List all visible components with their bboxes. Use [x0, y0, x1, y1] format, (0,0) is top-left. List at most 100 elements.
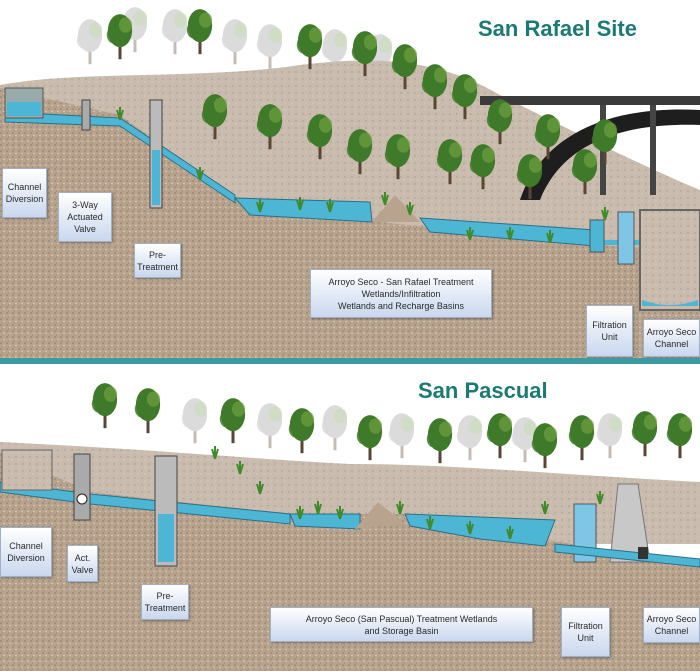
tree-icon: [288, 408, 315, 454]
label-line: Pre-: [156, 591, 174, 601]
plant-icon: [296, 197, 304, 211]
label-line: Arroyo Seco: [646, 614, 697, 624]
plant-icon: [381, 192, 389, 206]
plant-icon: [506, 526, 514, 540]
plant-icon: [596, 491, 604, 505]
trees: [106, 9, 618, 200]
tree-icon: [306, 114, 333, 160]
plant-icon: [406, 202, 414, 216]
tree-icon: [631, 411, 658, 457]
tree-icon: [256, 403, 283, 449]
tree-icon: [469, 144, 496, 190]
wetland-basin-1: [289, 513, 361, 530]
berm: [355, 502, 405, 529]
tree-icon: [106, 14, 133, 60]
label-line: Diversion: [5, 194, 44, 204]
label-line: Wetlands/Infiltration: [361, 288, 441, 299]
san-rafael-illustration: [0, 7, 700, 358]
tree-icon: [388, 413, 415, 459]
label-line: Channel: [654, 339, 689, 349]
tree-icon: [516, 154, 543, 200]
valve-column: [73, 453, 91, 521]
plant-icon: [546, 230, 554, 244]
plant-icon: [296, 506, 304, 520]
label-line: Arroyo Seco (San Pascual) Treatment Wetl…: [305, 613, 498, 624]
tree-icon: [221, 19, 248, 65]
plant-icon: [116, 107, 124, 121]
tree-icon: [76, 19, 103, 65]
tree-icon: [591, 119, 618, 165]
plant-icon: [256, 199, 264, 213]
tree-icon: [219, 398, 246, 444]
valve-icon: [76, 493, 88, 505]
plant-icon: [466, 521, 474, 535]
tree-icon: [436, 139, 463, 185]
plant-icon: [506, 227, 514, 241]
berm: [372, 195, 420, 222]
tree-icon: [201, 94, 228, 140]
channel-structure: [639, 209, 700, 311]
plant-icon: [326, 199, 334, 213]
tree-icon: [91, 383, 118, 429]
site-title: San Rafael Site: [478, 16, 637, 41]
plant-icon: [601, 207, 609, 221]
plant-icon: [336, 506, 344, 520]
label-line: Valve: [74, 224, 96, 234]
trees: [91, 383, 693, 469]
channel-structure: [609, 483, 651, 563]
plant-icon: [426, 516, 434, 530]
plant-icon: [541, 501, 549, 515]
label-line: Channel: [654, 626, 689, 636]
tree-icon: [161, 9, 188, 55]
label-valve: Act.Valve: [67, 545, 98, 582]
plant-icon: [236, 461, 244, 475]
site-title: San Pascual: [418, 378, 548, 403]
tree-icon: [384, 134, 411, 180]
tree-icon: [256, 104, 283, 150]
label-line: and Storage Basin: [364, 625, 439, 636]
plant-icon: [466, 227, 474, 241]
plants: [116, 107, 609, 244]
tree-icon: [486, 99, 513, 145]
plant-icon: [196, 167, 204, 181]
tree-icon: [186, 9, 213, 55]
tree-icon: [181, 398, 208, 444]
outlet-pipe: [554, 543, 700, 568]
label-pretreatment: Pre- Treatment: [141, 584, 189, 620]
plant-icon: [396, 501, 404, 515]
label-line: Diversion: [7, 553, 45, 563]
tree-icon: [571, 149, 598, 195]
ghost-trees: [181, 398, 623, 463]
label-line: Channel: [7, 182, 42, 192]
tree-icon: [391, 44, 418, 90]
tree-icon: [321, 405, 348, 451]
plants: [211, 446, 604, 540]
tree-icon: [456, 415, 483, 461]
label-wetlands: Arroyo Seco (San Pascual) Treatment Wetl…: [270, 607, 533, 642]
tree-icon: [568, 415, 595, 461]
tree-icon: [511, 417, 538, 463]
plant-icon: [256, 481, 264, 495]
label-line: Treatment: [137, 261, 178, 272]
label-line: Pre-: [148, 249, 166, 260]
label-line: Act.: [74, 552, 91, 563]
valve-column: [81, 99, 91, 131]
label-line: Actuated: [67, 212, 103, 222]
tree-icon: [346, 129, 373, 175]
tree-icon: [256, 24, 283, 70]
label-line: Treatment: [144, 603, 186, 613]
tree-icon: [451, 74, 478, 120]
tree-icon: [534, 114, 561, 160]
wetland-basin-2: [404, 513, 556, 547]
label-line: Channel: [9, 541, 43, 551]
label-pretreatment: Pre-Treatment: [134, 243, 181, 278]
tree-icon: [666, 413, 693, 459]
